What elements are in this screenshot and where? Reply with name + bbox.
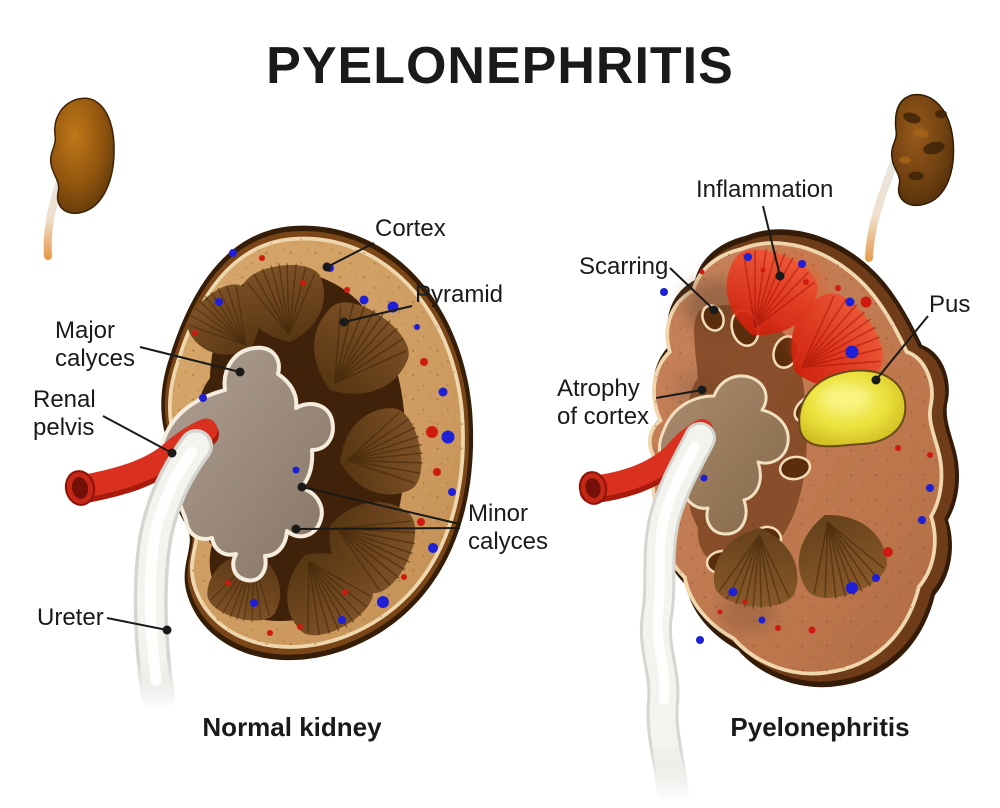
label-major-calyces: Major calyces	[55, 317, 136, 372]
leader-major-calyces	[139, 346, 245, 377]
leader-cortex	[322, 242, 375, 272]
pyelonephritis-kidney-cross-section	[578, 229, 960, 808]
diseased-kidney-thumbnail	[865, 94, 955, 262]
leader-lines	[102, 205, 929, 635]
label-pyramid: Pyramid	[415, 281, 504, 308]
caption-pyelonephritis: Pyelonephritis	[730, 712, 910, 742]
label-renal-pelvis: Renal pelvis	[33, 386, 96, 441]
pus-pocket	[798, 369, 907, 448]
leader-minor-calyces	[291, 482, 461, 534]
normal-kidney-thumbnail	[43, 97, 115, 260]
cortex-vessel-dots-left	[189, 249, 456, 636]
label-pus: Pus	[929, 291, 971, 318]
caption-normal-kidney: Normal kidney	[202, 712, 382, 742]
leader-renal-pelvis	[102, 415, 177, 458]
leader-ureter	[106, 617, 172, 635]
label-atrophy-of-cortex: Atrophy of cortex	[557, 375, 650, 430]
label-minor-calyces: Minor calyces	[468, 500, 549, 555]
leader-inflammation	[762, 205, 785, 281]
label-ureter: Ureter	[37, 604, 104, 631]
leader-scarring	[669, 267, 719, 315]
leader-pus	[871, 315, 929, 385]
label-scarring: Scarring	[579, 253, 669, 280]
label-cortex: Cortex	[375, 215, 446, 242]
ureter-left	[133, 429, 213, 715]
leader-atrophy	[655, 385, 707, 399]
label-inflammation: Inflammation	[696, 176, 834, 203]
page-title: PYELONEPHRITIS	[266, 37, 734, 95]
ureter-right	[639, 422, 716, 808]
normal-kidney-cross-section	[64, 225, 474, 715]
renal-pelvis-shape	[160, 345, 335, 583]
leader-pyramid	[339, 305, 413, 327]
cortex-vessel-dots-right	[660, 253, 934, 644]
